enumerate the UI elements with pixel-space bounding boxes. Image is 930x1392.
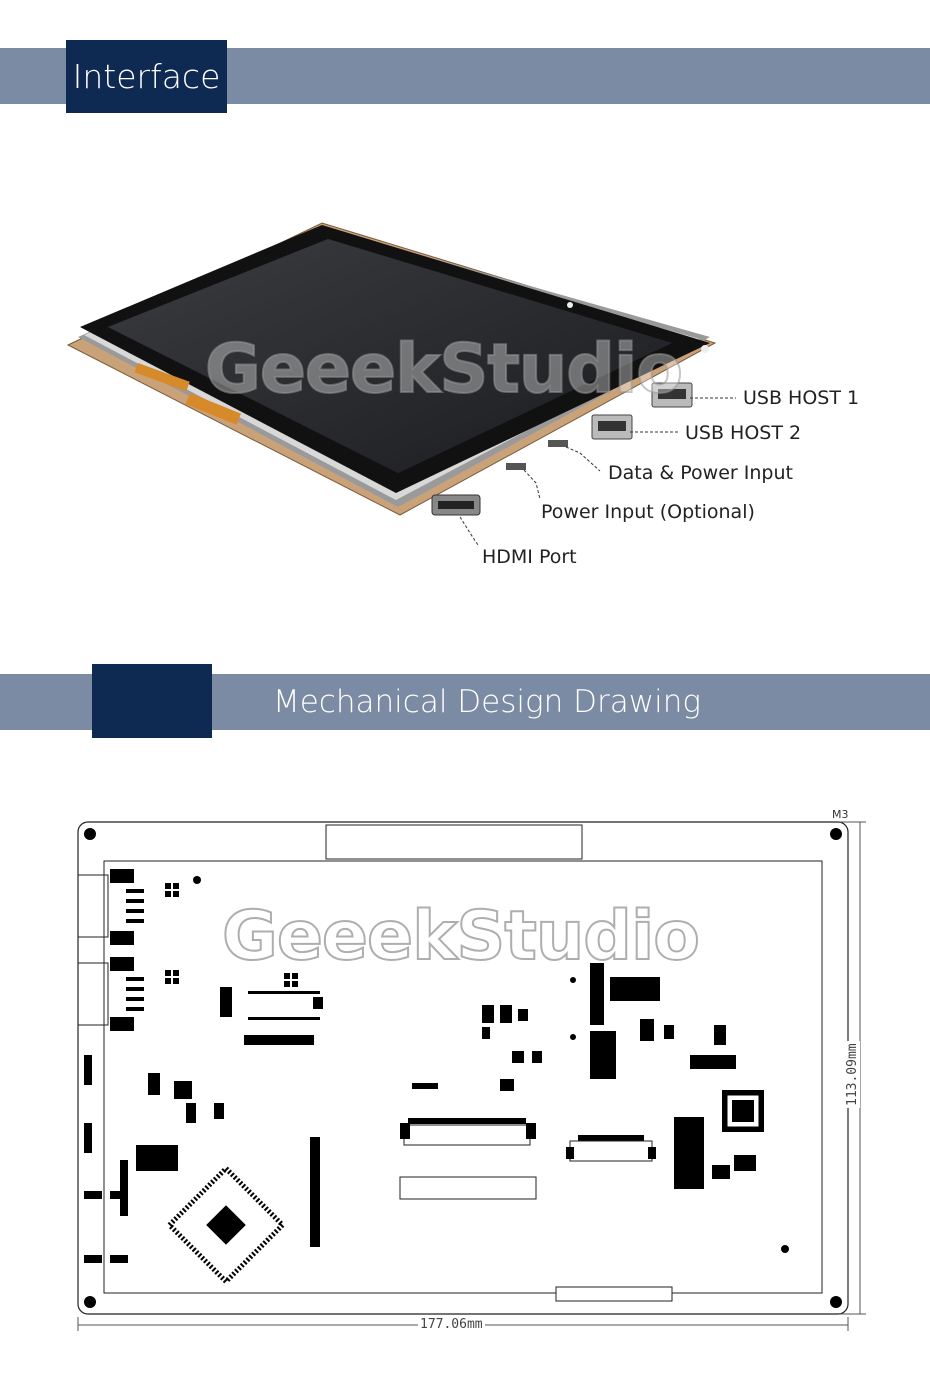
height-dimension: 113.09mm: [845, 1041, 860, 1108]
mechanical-banner-box: [92, 664, 212, 738]
interface-title: Interface: [72, 57, 221, 96]
label-power-input-optional: Power Input (Optional): [541, 501, 755, 523]
mechanical-drawing: [77, 821, 866, 1331]
width-dimension: 177.06mm: [418, 1317, 485, 1332]
interface-banner-box: [66, 40, 227, 113]
label-usb-host-2: USB HOST 2: [685, 422, 802, 444]
watermark-drawing: GeeekStudio: [221, 896, 701, 977]
label-usb-host-1: USB HOST 1: [743, 387, 860, 409]
mechanical-title: Mechanical Design Drawing: [273, 684, 701, 720]
display-product-image: [66, 222, 736, 546]
label-data-power-input: Data & Power Input: [608, 462, 793, 484]
label-hdmi-port: HDMI Port: [482, 546, 577, 568]
mount-hole-label: M3: [832, 808, 849, 821]
watermark: GeeekStudio: [204, 329, 684, 410]
